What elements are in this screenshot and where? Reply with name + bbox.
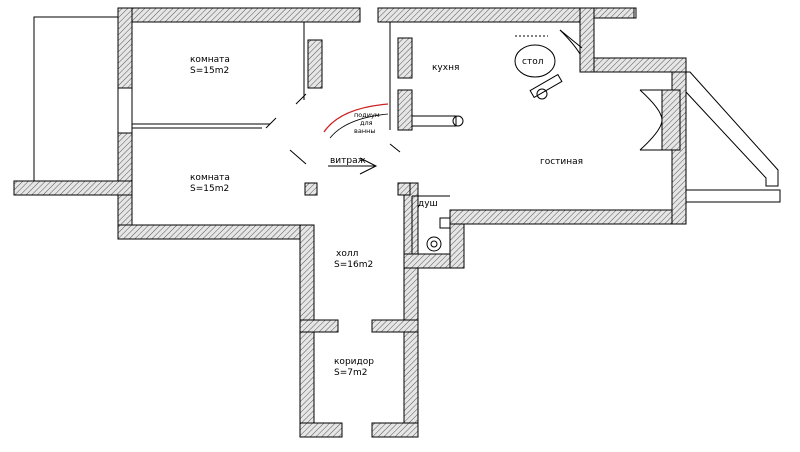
hall-area: S=16m2: [334, 260, 373, 270]
hall-name: холл: [336, 249, 358, 259]
walls: [13, 7, 687, 438]
living-window: [639, 89, 681, 151]
right-balcony: [594, 7, 781, 203]
room-top-area: S=15m2: [190, 66, 229, 76]
corridor-name: коридор: [334, 357, 374, 367]
corridor-area: S=7m2: [334, 368, 367, 378]
podium-label-1: подиум: [354, 111, 380, 119]
vent-blocks: [307, 37, 413, 131]
room-bottom-name: комната: [190, 173, 230, 183]
table-name: стол: [522, 57, 543, 67]
shower-name: душ: [418, 199, 438, 209]
left-annex: [33, 16, 118, 182]
living-name: гостиная: [540, 157, 583, 167]
partitions: [132, 22, 391, 130]
door-swings: [265, 29, 583, 165]
podium-label-2: для: [360, 119, 373, 127]
shower-fixtures: [411, 195, 451, 254]
room-bottom-area: S=15m2: [190, 184, 229, 194]
room-top-name: комната: [190, 55, 230, 65]
podium-label-3: ванны: [354, 127, 375, 135]
kitchen-name: кухня: [432, 63, 459, 73]
table-shape: [514, 44, 556, 78]
podium-arc: [323, 103, 389, 133]
kitchen-fixtures: [411, 73, 563, 127]
podium-inner: [329, 113, 389, 139]
vitrazh-label: витраж: [330, 156, 366, 166]
vitrazh-marker: [328, 157, 378, 175]
